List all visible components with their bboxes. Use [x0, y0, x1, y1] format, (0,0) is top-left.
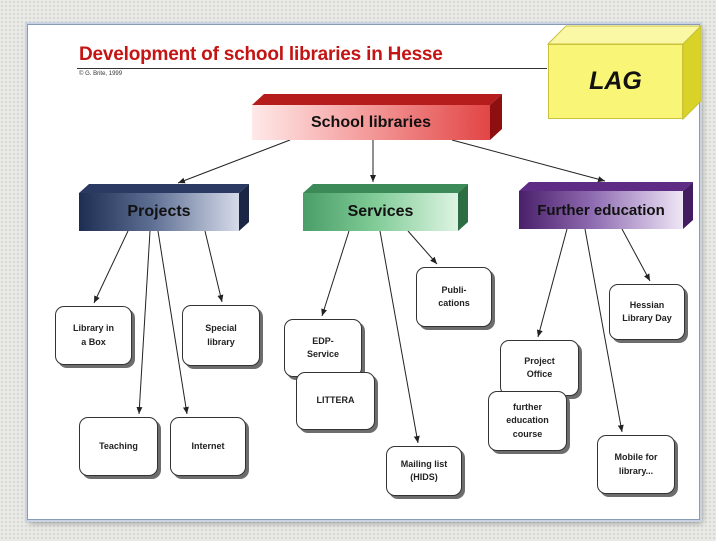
root-node-school-libraries: School libraries: [252, 105, 490, 140]
page-title: Development of school libraries in Hesse: [79, 44, 443, 65]
leaf-littera: LITTERA: [296, 372, 375, 430]
leaf-edp-service: EDP- Service: [284, 319, 362, 377]
category-services: Services: [303, 193, 458, 231]
leaf-internet: Internet: [170, 417, 246, 476]
credit-line: © G. Brite, 1999: [79, 71, 123, 77]
leaf-further-education-course: further education course: [488, 391, 567, 451]
title-underline: [77, 68, 547, 69]
leaf-project-office: Project Office: [500, 340, 579, 396]
category-projects: Projects: [79, 193, 239, 231]
leaf-mailing-list: Mailing list (HIDS): [386, 446, 462, 496]
leaf-hessian-library-day: Hessian Library Day: [609, 284, 685, 340]
leaf-mobile-for-library: Mobile for library...: [597, 435, 675, 494]
leaf-teaching: Teaching: [79, 417, 158, 476]
leaf-special-library: Special library: [182, 305, 260, 366]
leaf-library-in-a-box: Library in a Box: [55, 306, 132, 365]
category-further-education: Further education: [519, 191, 683, 229]
leaf-publications: Publi- cations: [416, 267, 492, 327]
lag-badge: LAG: [548, 44, 683, 119]
